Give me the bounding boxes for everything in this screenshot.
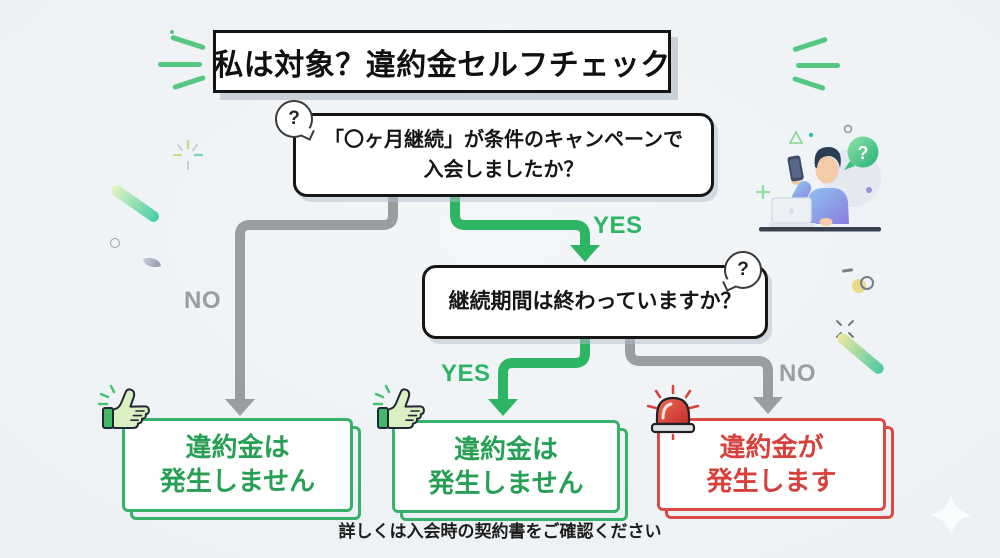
footnote-text: 詳しくは入会時の契約書をご確認ください	[338, 522, 662, 541]
arrowhead-q1-yes	[570, 245, 600, 262]
title-burst-line	[158, 62, 202, 67]
thumbs-up-icon	[372, 384, 425, 429]
result-line: 発生しません	[159, 466, 316, 496]
person-head	[815, 156, 839, 184]
teal-dot	[808, 132, 814, 138]
result-line: 違約金は	[185, 432, 290, 463]
result-box-no-penalty-left: 違約金は 発生しません	[122, 418, 353, 512]
person-body	[806, 188, 849, 224]
triangle-outline	[788, 130, 804, 144]
question-bubble-icon: ?	[722, 251, 762, 292]
label-q2-no: NO	[779, 360, 816, 387]
circle-outline-deco	[110, 238, 120, 248]
title-burst-line	[796, 63, 840, 68]
connector-q1-no	[235, 189, 398, 400]
result-line: 違約金は	[453, 433, 558, 464]
label-q1-no: NO	[184, 287, 221, 314]
label-q1-yes: YES	[593, 212, 643, 239]
page-title: 私は対象？違約金セルフチェック	[213, 48, 671, 82]
person-hair	[814, 146, 841, 168]
question2-text: 継続期間は終わっていますか？	[448, 290, 742, 314]
person-with-phone-illustration: ?	[755, 124, 881, 232]
result-line: 発生します	[706, 465, 837, 496]
arrowhead-q2-no	[753, 397, 783, 414]
connector-q2-no	[625, 332, 773, 398]
plus-deco	[755, 184, 771, 200]
arrowhead-q1-no	[225, 399, 255, 416]
laptop-logo	[788, 208, 795, 214]
title-burst-dot	[170, 30, 174, 34]
result-line: 違約金が	[719, 431, 824, 462]
ring-and-blob-deco	[842, 268, 874, 293]
result-line: 発生しません	[428, 467, 584, 498]
question-bubble-icon	[847, 136, 879, 168]
connector-q2-yes	[498, 332, 590, 400]
result-box-no-penalty-middle: 違約金は 発生しません	[392, 420, 620, 513]
siren-icon	[646, 384, 700, 440]
ring-dot	[843, 124, 853, 134]
thumbs-up-icon	[97, 384, 150, 429]
purple-dot	[866, 187, 872, 193]
person-hand-on-laptop	[819, 218, 833, 226]
star-sparkle-icon	[930, 494, 972, 536]
question-glyph: ?	[858, 143, 869, 163]
result-box-penalty: 違約金が 発生します	[657, 418, 886, 511]
question1-line2: 入会しましたか？	[423, 159, 584, 181]
question1-line1: 「〇ヶ月継続」が条件のキャンペーンで	[324, 129, 683, 151]
connector-q1-yes	[450, 189, 590, 246]
title-banner: 私は対象？違約金セルフチェック	[213, 30, 671, 93]
laptop-base	[768, 223, 816, 228]
desk	[759, 227, 881, 232]
question-box-period: 継続期間は終わっていますか？	[422, 265, 768, 339]
question-glyph: ?	[288, 108, 300, 129]
phone-icon	[787, 155, 804, 182]
question-bubble-icon: ?	[275, 100, 315, 141]
question-box-campaign: 「〇ヶ月継続」が条件のキャンペーンで 入会しましたか？	[293, 113, 714, 197]
arrowhead-q2-yes	[488, 399, 518, 416]
label-q2-yes: YES	[441, 360, 491, 387]
question-glyph: ?	[737, 259, 749, 280]
sparkle-burst-icon	[173, 139, 204, 170]
